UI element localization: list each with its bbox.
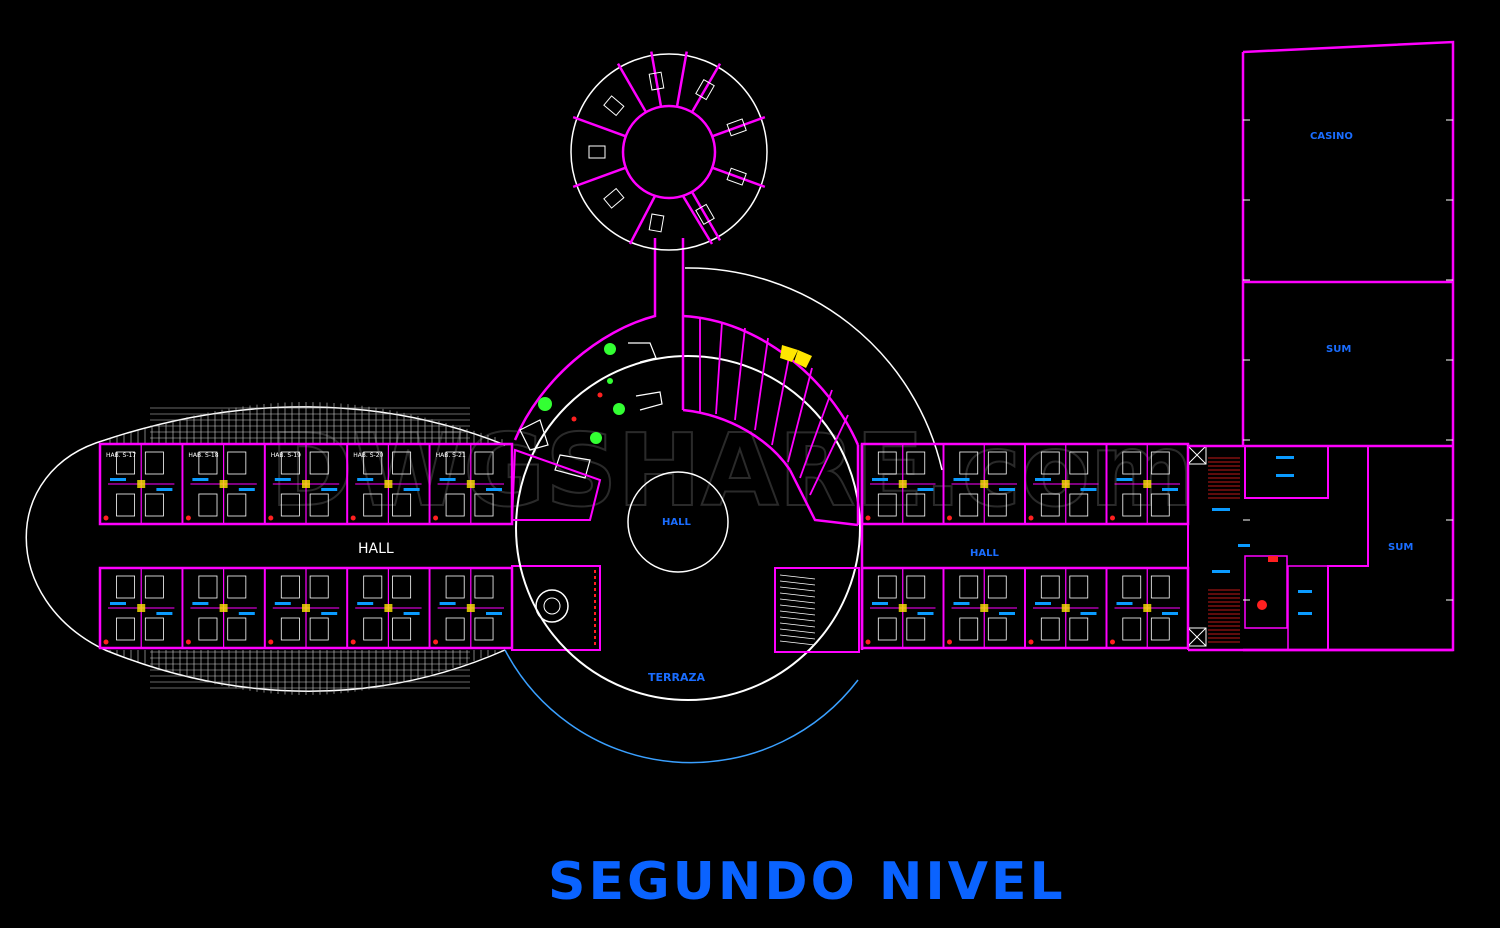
label-hall-center: HALL <box>662 517 691 528</box>
label-sum-right: SUM <box>1388 542 1413 553</box>
curved-wing <box>681 314 860 527</box>
room-tag: HAB. S-17 <box>106 452 136 459</box>
room-tag: HAB. S-21 <box>436 452 466 459</box>
page-title: SEGUNDO NIVEL <box>548 852 1066 912</box>
room-tag: HAB. S-19 <box>271 452 301 459</box>
left-wing: HALL HAB. S-17 HAB. S-18 HAB. S-19 HAB. S-2… <box>25 402 601 695</box>
room-tag: HAB. S-20 <box>353 452 383 459</box>
label-hall-right: HALL <box>970 548 999 559</box>
right-wing: HALL <box>774 442 1207 653</box>
label-terraza: TERRAZA <box>648 671 705 684</box>
label-sum-top: SUM <box>1326 344 1351 355</box>
central-lounge: HALL TERRAZA <box>504 238 943 764</box>
label-casino: CASINO <box>1310 131 1353 142</box>
label-hall-left: HALL <box>358 541 394 557</box>
watermark: DWGSHARE.com <box>270 412 1194 529</box>
casino-block: CASINO SUM SUM <box>1187 40 1455 652</box>
room-tag: HAB. S-18 <box>188 452 218 459</box>
round-pavilion <box>570 51 768 251</box>
